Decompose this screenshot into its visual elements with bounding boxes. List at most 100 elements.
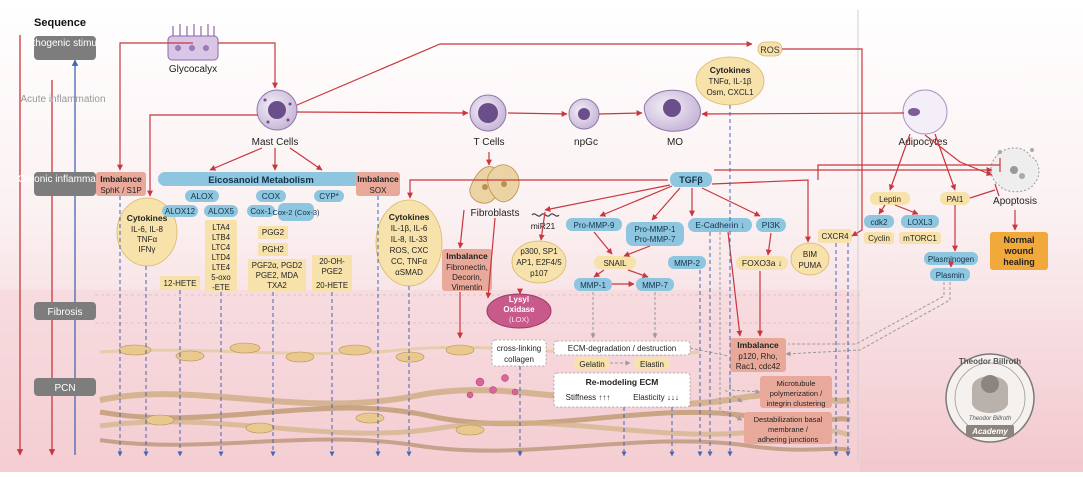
- stage-label: Pathogenic stimulus: [20, 38, 110, 49]
- ros-label: ROS: [760, 45, 780, 55]
- stage-chronic: Chronic inflammation: [18, 172, 112, 196]
- alox-label: ALOX: [191, 191, 214, 201]
- fibroblast-cells: [469, 164, 520, 204]
- cytokines-left: Cytokines IL-6, IL-8 TNFα IFNγ: [116, 197, 178, 267]
- healing-line: wound: [1004, 246, 1034, 256]
- cxcr4-label: CXCR4: [821, 232, 849, 241]
- pro-mmp1-label: Pro-MMP-1: [635, 225, 676, 234]
- p300-line: AP1, E2F4/5: [516, 258, 562, 267]
- mmp2-node: MMP-2: [668, 256, 706, 269]
- imbalance-sox-title: Imbalance: [357, 174, 399, 184]
- cytokines-mo-line: Osm, CXCL1: [706, 88, 754, 97]
- elastin-label: Elastin: [640, 360, 664, 369]
- plasmin-label: Plasmin: [936, 271, 964, 280]
- eicosanoid-title: Eicosanoid Metabolism: [208, 175, 314, 186]
- cox-label: COX: [262, 191, 281, 201]
- lysyl-line: Lysyl: [509, 295, 529, 304]
- cytokines-fib-line: ROS, CXC: [390, 246, 429, 255]
- adipocyte-cell: [902, 89, 948, 135]
- npgc-label: npGc: [574, 137, 598, 148]
- mast-cell: [256, 89, 298, 131]
- ecadherin-node: E-Cadherin ↓: [688, 218, 752, 232]
- pro-mmp9-label: Pro-MMP-9: [574, 221, 615, 230]
- mmp1-label: MMP-1: [580, 281, 606, 290]
- pgf-line: PGE2, MDA: [256, 271, 299, 280]
- pgg2-box: PGG2: [258, 226, 288, 239]
- imbalance-p120-line: Rac1, cdc42: [736, 362, 781, 371]
- microtubule-line: integrin clustering: [767, 399, 826, 408]
- gelatin-node: Gelatin: [574, 357, 610, 370]
- stage-fibrosis: Fibrosis: [34, 302, 96, 320]
- imbalance-sphk-body: SphK / S1P: [100, 186, 141, 195]
- blue-dashed-arrows: [117, 105, 851, 457]
- stage-label: Fibrosis: [47, 307, 82, 318]
- stage-pathogenic: Pathogenic stimulus: [20, 36, 110, 60]
- pgf-line: TXA2: [267, 281, 287, 290]
- pgf-line: PGF2α, PGD2: [252, 261, 302, 270]
- ltx-line: LTD4: [212, 253, 231, 262]
- imbalance-sphk: Imbalance SphK / S1P: [96, 172, 146, 196]
- seal-top-text: Theodor Billroth: [959, 357, 1021, 366]
- pgg2-label: PGG2: [262, 228, 285, 237]
- seal-bottom-text: Academy: [971, 427, 1008, 436]
- cytokines-mo-title: Cytokines: [710, 65, 751, 75]
- imbalance-fib-line: Vimentin: [452, 283, 483, 292]
- gelatin-label: Gelatin: [579, 360, 604, 369]
- cytokines-left-line: IL-6, IL-8: [131, 225, 164, 234]
- ecm-degradation-box: ECM-degradation / destruction: [553, 340, 691, 356]
- cytokines-left-line: TNFα: [137, 235, 158, 244]
- imbalance-fibronectin: Imbalance Fibronectin, Decorin, Vimentin: [442, 249, 492, 292]
- pai1-node: PAI1: [940, 192, 970, 205]
- glycocalyx-cell: [167, 24, 219, 61]
- sequence-header: Sequence: [34, 17, 86, 29]
- ecm-degradation-label: ECM-degradation / destruction: [568, 344, 677, 353]
- p300-line: p107: [530, 269, 548, 278]
- microtubule-box: Microtubule polymerization / integrin cl…: [760, 376, 832, 408]
- leptin-node: Leptin: [870, 192, 910, 205]
- ltx-line: LTB4: [212, 233, 231, 242]
- imbalance-fib-line: Fibronectin,: [446, 263, 488, 272]
- cox2-label: Cox-2 (Cox-3): [272, 208, 320, 217]
- pai1-label: PAI1: [947, 195, 964, 204]
- cytokines-mo: Cytokines TNFα, IL-1β Osm, CXCL1: [695, 56, 765, 106]
- stage-acute: Acute inflammation: [20, 94, 105, 105]
- pro-mmp7-label: Pro-MMP-7: [635, 235, 676, 244]
- imbalance-p120-line: p120, Rho,: [738, 352, 777, 361]
- destabilization-box: Destabilization basal membrane / adherin…: [744, 412, 832, 444]
- mtorc1-node: mTORC1: [899, 232, 941, 244]
- mmp7-node: MMP-7: [636, 278, 674, 291]
- ros-node: ROS: [757, 41, 783, 57]
- pi3k-node: PI3K: [756, 218, 786, 232]
- cyclin-label: Cyclin: [868, 234, 890, 243]
- elastin-node: Elastin: [634, 357, 670, 370]
- ltx-line: LTE4: [212, 263, 231, 272]
- tgfb-label: TGFβ: [679, 175, 703, 185]
- imbalance-sox: Imbalance SOX: [356, 172, 400, 196]
- cytokines-fib-line: CC, TNFα: [391, 257, 427, 266]
- destabilization-line: membrane /: [768, 425, 809, 434]
- lysyl-oxidase-node: Lysyl Oxidase (LOX): [486, 293, 552, 329]
- leptin-label: Leptin: [879, 195, 901, 204]
- cox1-label: Cox-1: [250, 207, 272, 216]
- stage-label: Chronic inflammation: [18, 174, 112, 185]
- billroth-academy-seal: Academy Theodor Billroth Theodor Billrot…: [945, 353, 1035, 443]
- cytokines-left-title: Cytokines: [127, 213, 168, 223]
- hete12-label: 12-HETE: [164, 279, 197, 288]
- remodeling-box: Re-modeling ECM Stiffness ↑↑↑ Elasticity…: [553, 372, 691, 408]
- hete20-line: 20-OH-: [319, 257, 345, 266]
- ltx-line: 5-oxo: [211, 273, 231, 282]
- snail-label: SNAIL: [603, 259, 627, 268]
- stage-pcn: PCN: [34, 378, 96, 396]
- microtubule-line: Microtubule: [777, 379, 816, 388]
- imbalance-sox-body: SOX: [370, 186, 388, 195]
- normal-healing-box: Normal wound healing: [990, 232, 1048, 270]
- pi3k-label: PI3K: [762, 220, 781, 230]
- mo-cell: [643, 89, 701, 132]
- ltx-line: -ETE: [212, 283, 230, 292]
- stiffness-label: Stiffness ↑↑↑: [566, 393, 611, 402]
- cytokines-fib-title: Cytokines: [389, 212, 430, 222]
- cross-linking-box: cross-linking collagen: [491, 339, 547, 367]
- cyp-label: CYP*: [319, 192, 339, 201]
